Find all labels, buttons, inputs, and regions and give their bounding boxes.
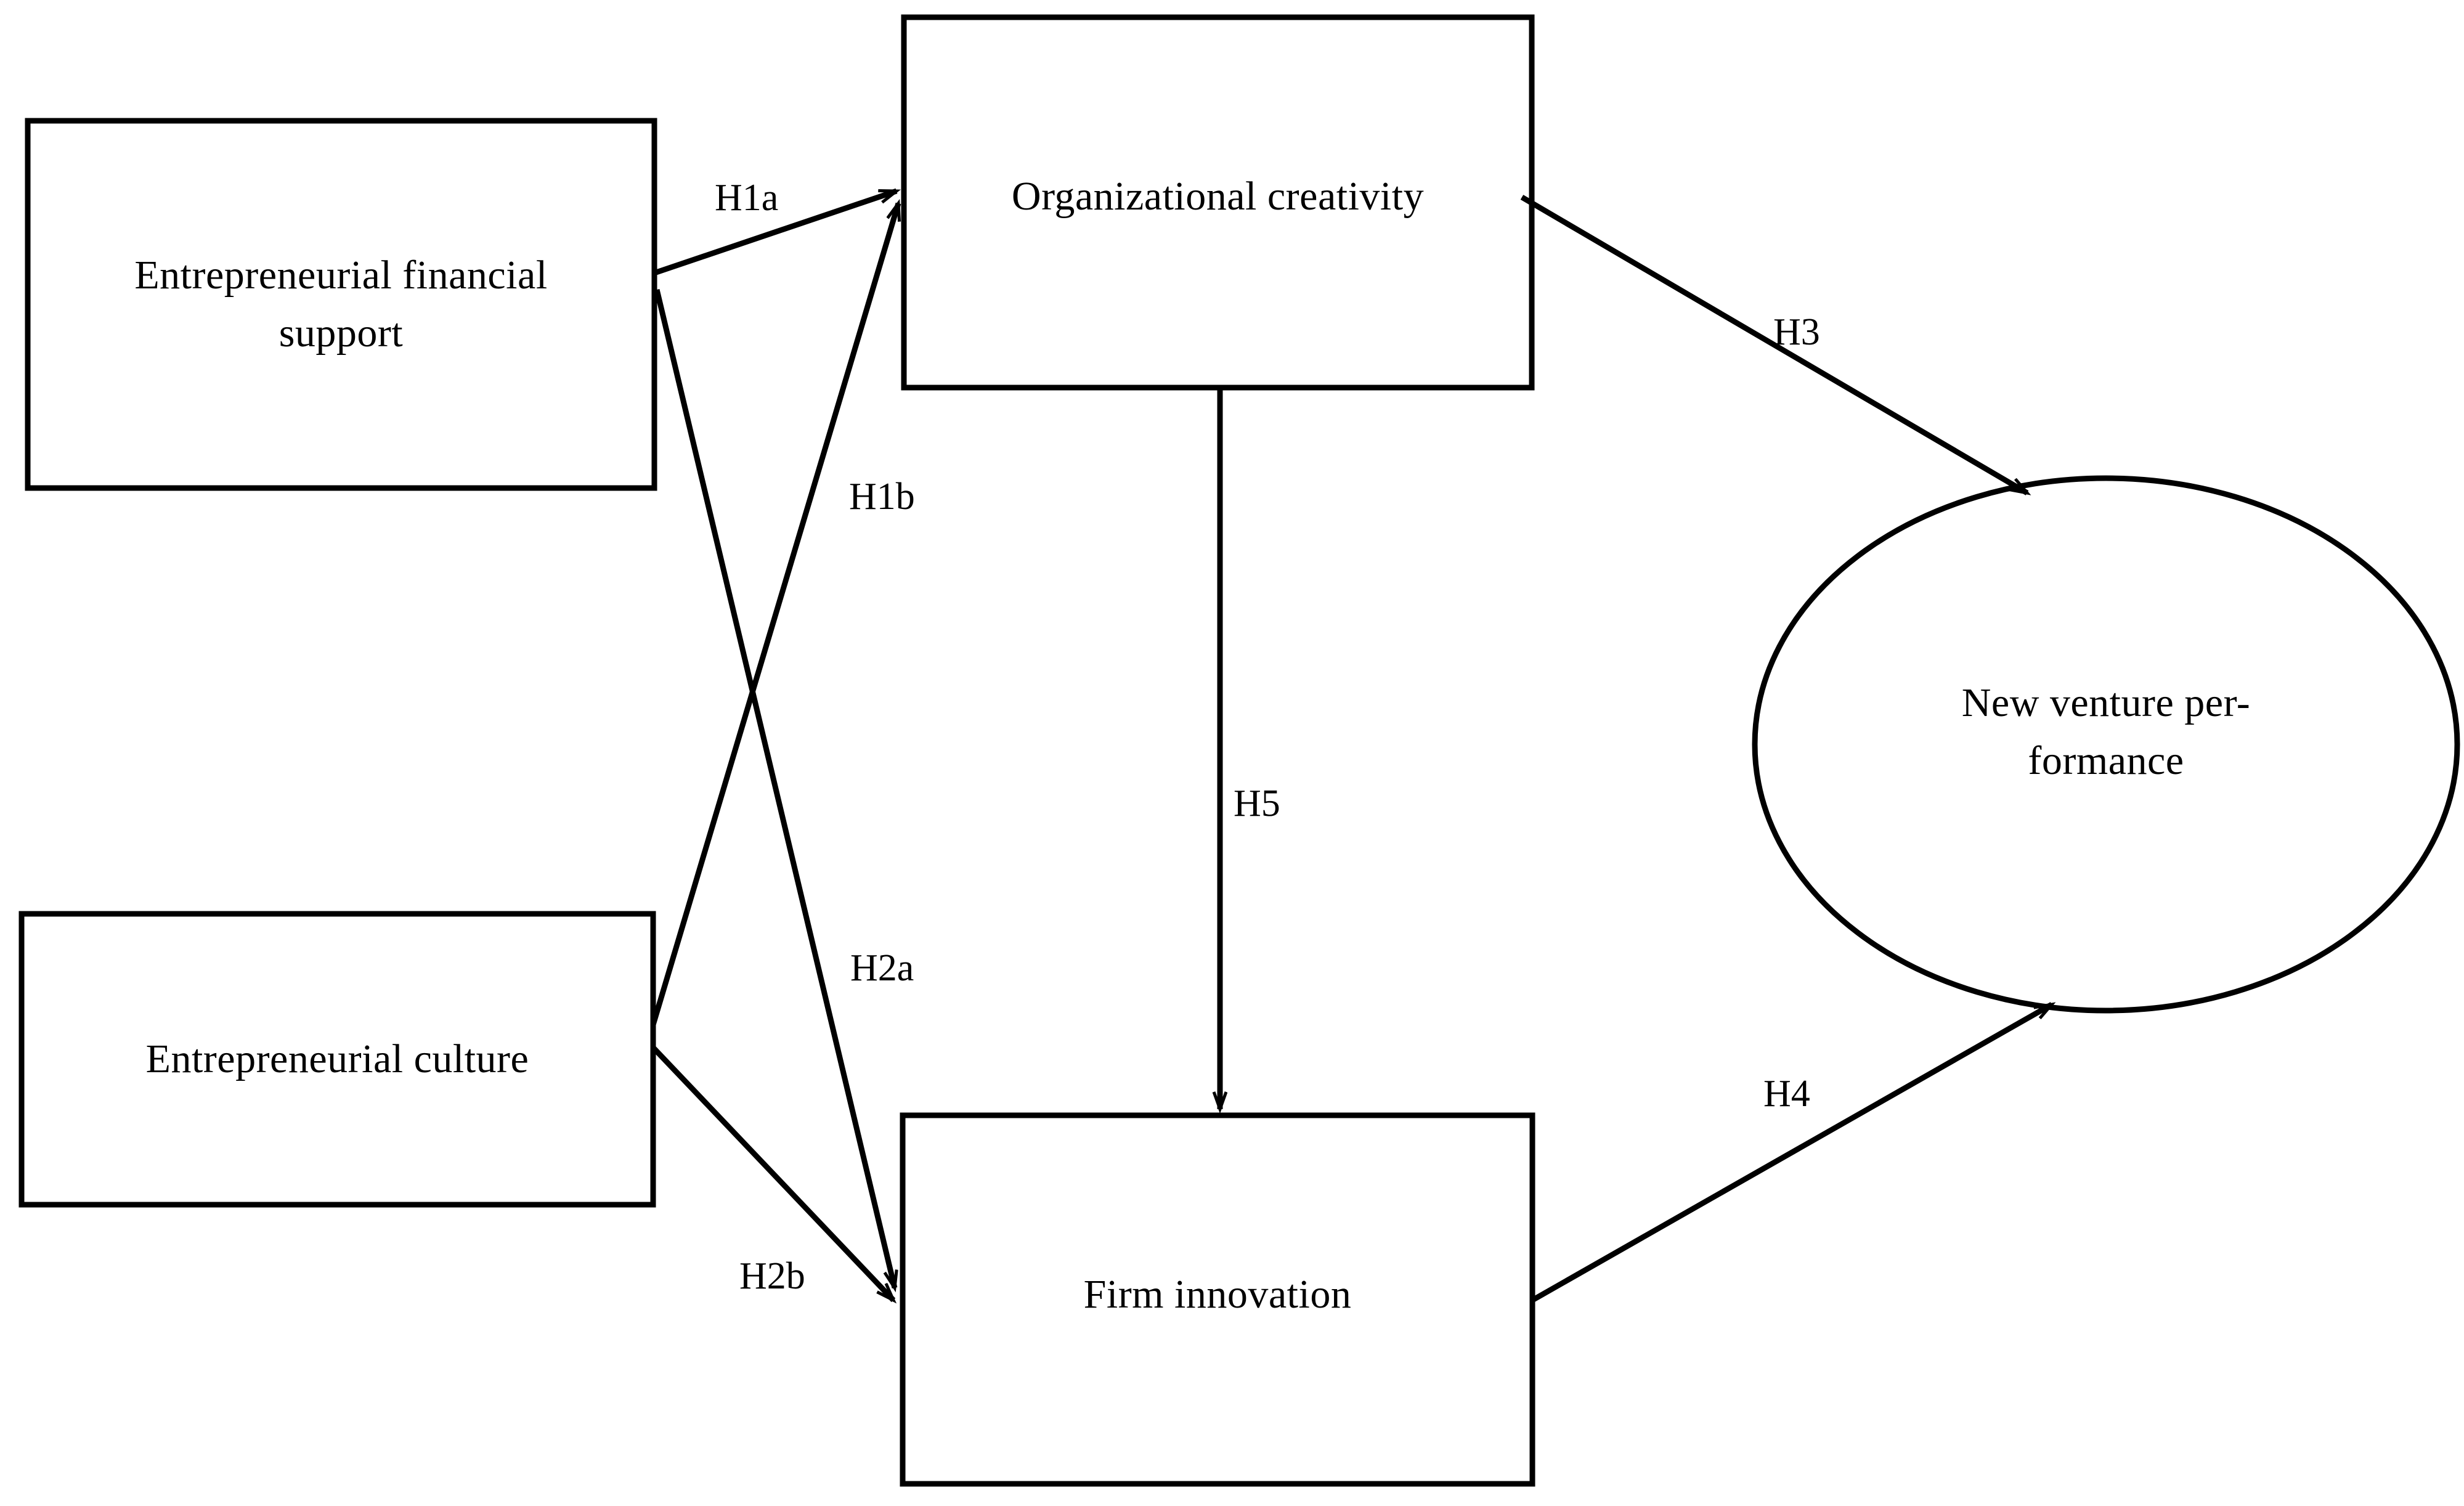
- edge-h2b: [651, 1045, 893, 1300]
- edge-h3: [1520, 195, 2027, 495]
- edge-h4: [1531, 1002, 2052, 1303]
- node-new-venture-performance: [1752, 475, 2460, 1014]
- edge-label-h2a: H2a: [850, 947, 914, 989]
- edge-label-h1a: H1a: [715, 177, 779, 219]
- edge-label-h2b: H2b: [739, 1255, 805, 1297]
- edge-label-h3: H3: [1773, 311, 1820, 353]
- node-entrepreneurial-culture: [18, 911, 656, 1208]
- edge-label-h4: H4: [1763, 1073, 1810, 1115]
- node-firm-innovation: [900, 1112, 1535, 1487]
- edge-h1a: [653, 188, 897, 276]
- edge-label-h1b: H1b: [849, 476, 915, 518]
- node-entrepreneurial-financial-support: [25, 118, 657, 491]
- edge-h1b: [650, 203, 901, 1026]
- node-organizational-creativity: [901, 14, 1535, 391]
- edge-label-h5: H5: [1234, 783, 1280, 824]
- edge-h2a: [654, 288, 895, 1288]
